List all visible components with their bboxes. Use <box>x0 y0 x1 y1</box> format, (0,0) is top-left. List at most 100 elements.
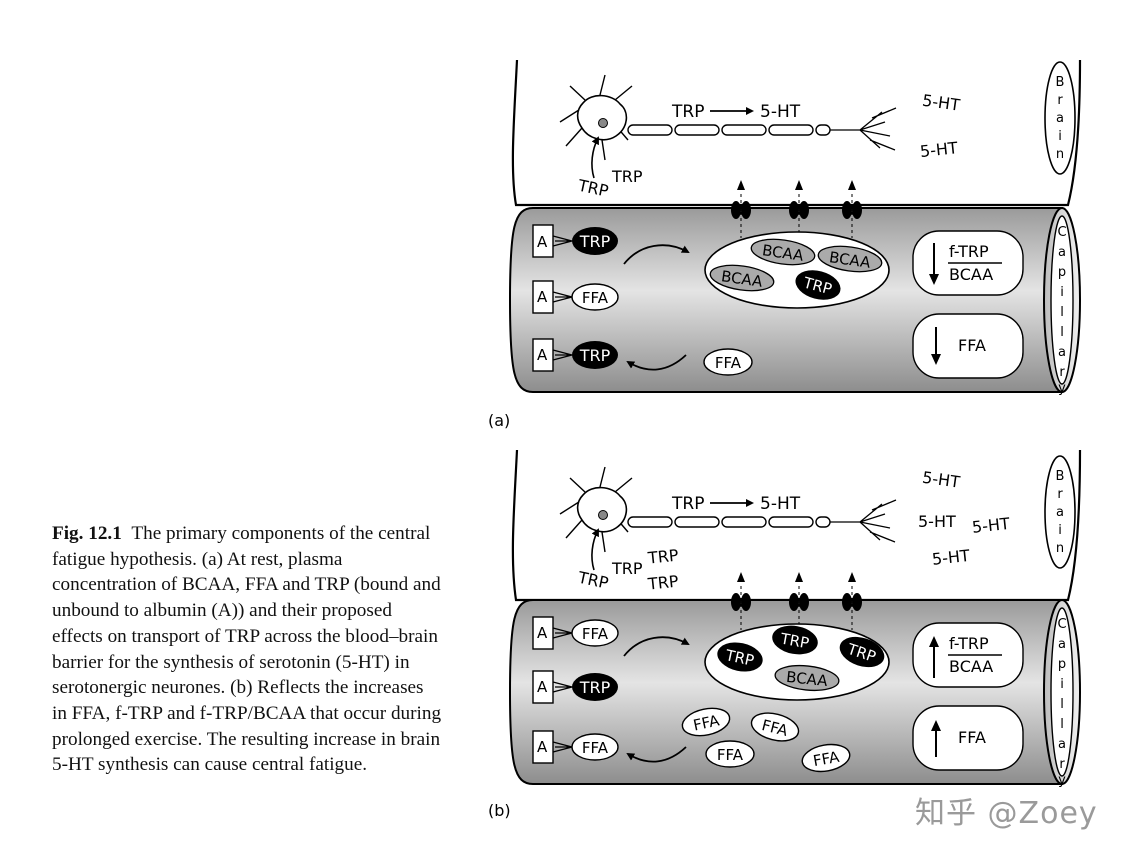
figure-caption: Fig. 12.1 The primary components of the … <box>52 521 442 778</box>
free-ffa-label: FFA <box>692 711 722 734</box>
albumin-label: A <box>537 678 548 696</box>
panel-b-tag: (b) <box>488 801 511 820</box>
albumin-trp-2: A TRP <box>532 338 618 372</box>
brain-trp-label-4: TRP <box>646 571 680 593</box>
ftrp-label: f-TRP <box>949 242 989 261</box>
free-trp-label: TRP <box>778 629 810 652</box>
ffa-indicator-a <box>912 313 1024 379</box>
capillary-label-oval <box>1050 215 1074 385</box>
caption-text: The primary components of the central fa… <box>52 523 442 776</box>
bound-ffa-label: FFA <box>582 739 609 757</box>
neuron-5ht-label: 5-HT <box>760 102 801 122</box>
brain-5ht-label-2: 5-HT <box>919 138 959 161</box>
albumin-label: A <box>537 233 548 251</box>
brain-trp-label-3: TRP <box>646 545 680 567</box>
bound-ffa-label: FFA <box>582 625 609 643</box>
bound-trp-label: TRP <box>579 346 611 365</box>
free-trp-label: TRP <box>723 646 756 670</box>
neuron-trp-label: TRP <box>671 494 704 514</box>
svg-text:r: r <box>1057 487 1063 502</box>
albumin-trp-1: A TRP <box>532 224 618 258</box>
svg-text:C: C <box>1057 225 1066 240</box>
svg-text:r: r <box>1059 757 1065 772</box>
svg-text:l: l <box>1060 717 1064 732</box>
albumin-ffa-1: A FFA <box>532 280 619 314</box>
svg-text:i: i <box>1060 677 1064 692</box>
svg-text:B: B <box>1056 469 1065 484</box>
svg-text:n: n <box>1056 541 1064 556</box>
brain-label-oval <box>1044 455 1076 569</box>
svg-text:l: l <box>1060 325 1064 340</box>
svg-text:B: B <box>1056 75 1065 90</box>
bbb-transporters <box>731 572 862 630</box>
ffa-indicator-label: FFA <box>958 728 986 747</box>
neuron <box>559 466 897 571</box>
bound-trp-label: TRP <box>579 678 611 697</box>
svg-text:r: r <box>1057 93 1063 108</box>
capillary-label-oval <box>1050 607 1074 777</box>
albumin-label: A <box>537 288 548 306</box>
albumin-label: A <box>537 624 548 642</box>
bbb-transporters <box>731 180 862 238</box>
svg-text:i: i <box>1058 129 1062 144</box>
panel-a-tag: (a) <box>488 411 510 430</box>
brain-5ht-label-4: 5-HT <box>931 546 971 569</box>
brain-5ht-label-1: 5-HT <box>921 91 961 115</box>
svg-text:i: i <box>1060 285 1064 300</box>
svg-text:a: a <box>1056 505 1064 520</box>
svg-text:i: i <box>1058 523 1062 538</box>
free-ffa-label: FFA <box>812 748 842 770</box>
brain-label-oval <box>1044 61 1076 175</box>
brain-trp-label-2: TRP <box>575 176 610 201</box>
bcaa-ratio-label: BCAA <box>949 657 993 676</box>
brain-5ht-label-3: 5-HT <box>971 514 1011 537</box>
albumin-label: A <box>537 346 548 364</box>
bound-ffa-label: FFA <box>582 289 609 307</box>
neuron-trp-label: TRP <box>671 102 704 122</box>
ftrp-label: f-TRP <box>949 634 989 653</box>
brain-5ht-label-2: 5-HT <box>918 512 956 531</box>
bound-trp-label: TRP <box>579 232 611 251</box>
svg-text:p: p <box>1058 657 1066 672</box>
bcaa-label: BCAA <box>785 668 829 690</box>
svg-text:p: p <box>1058 265 1066 280</box>
svg-text:C: C <box>1057 617 1066 632</box>
brain-trp-label: TRP <box>611 167 643 186</box>
svg-text:a: a <box>1058 345 1066 360</box>
bcaa-ratio-label: BCAA <box>949 265 993 284</box>
albumin-label: A <box>537 738 548 756</box>
albumin-ffa-2: A FFA <box>532 730 619 764</box>
svg-text:y: y <box>1058 381 1066 396</box>
bcaa-label: BCAA <box>720 267 764 291</box>
svg-text:n: n <box>1056 147 1064 162</box>
svg-text:y: y <box>1058 773 1066 788</box>
albumin-ffa-1: A FFA <box>532 616 619 650</box>
bcaa-label: BCAA <box>828 248 872 272</box>
svg-text:r: r <box>1059 365 1065 380</box>
free-ffa-label: FFA <box>760 716 790 740</box>
brain-5ht-label-1: 5-HT <box>921 468 961 492</box>
brain-trp-label: TRP <box>611 559 643 578</box>
ffa-indicator-b <box>912 705 1024 771</box>
neuron <box>559 74 897 179</box>
zhihu-watermark: 知乎 @Zoey <box>915 796 1098 831</box>
svg-text:a: a <box>1058 637 1066 652</box>
brain-trp-label-2: TRP <box>575 568 610 593</box>
neuron-5ht-label: 5-HT <box>760 494 801 514</box>
free-ffa-label: FFA <box>715 354 742 372</box>
albumin-trp-1: A TRP <box>532 670 618 704</box>
free-ffa-label: FFA <box>717 746 744 764</box>
svg-text:l: l <box>1060 305 1064 320</box>
ffa-indicator-label: FFA <box>958 336 986 355</box>
caption-figure-label: Fig. 12.1 <box>52 523 122 544</box>
bcaa-label: BCAA <box>761 241 805 265</box>
svg-text:a: a <box>1058 245 1066 260</box>
svg-text:l: l <box>1060 697 1064 712</box>
svg-text:a: a <box>1058 737 1066 752</box>
